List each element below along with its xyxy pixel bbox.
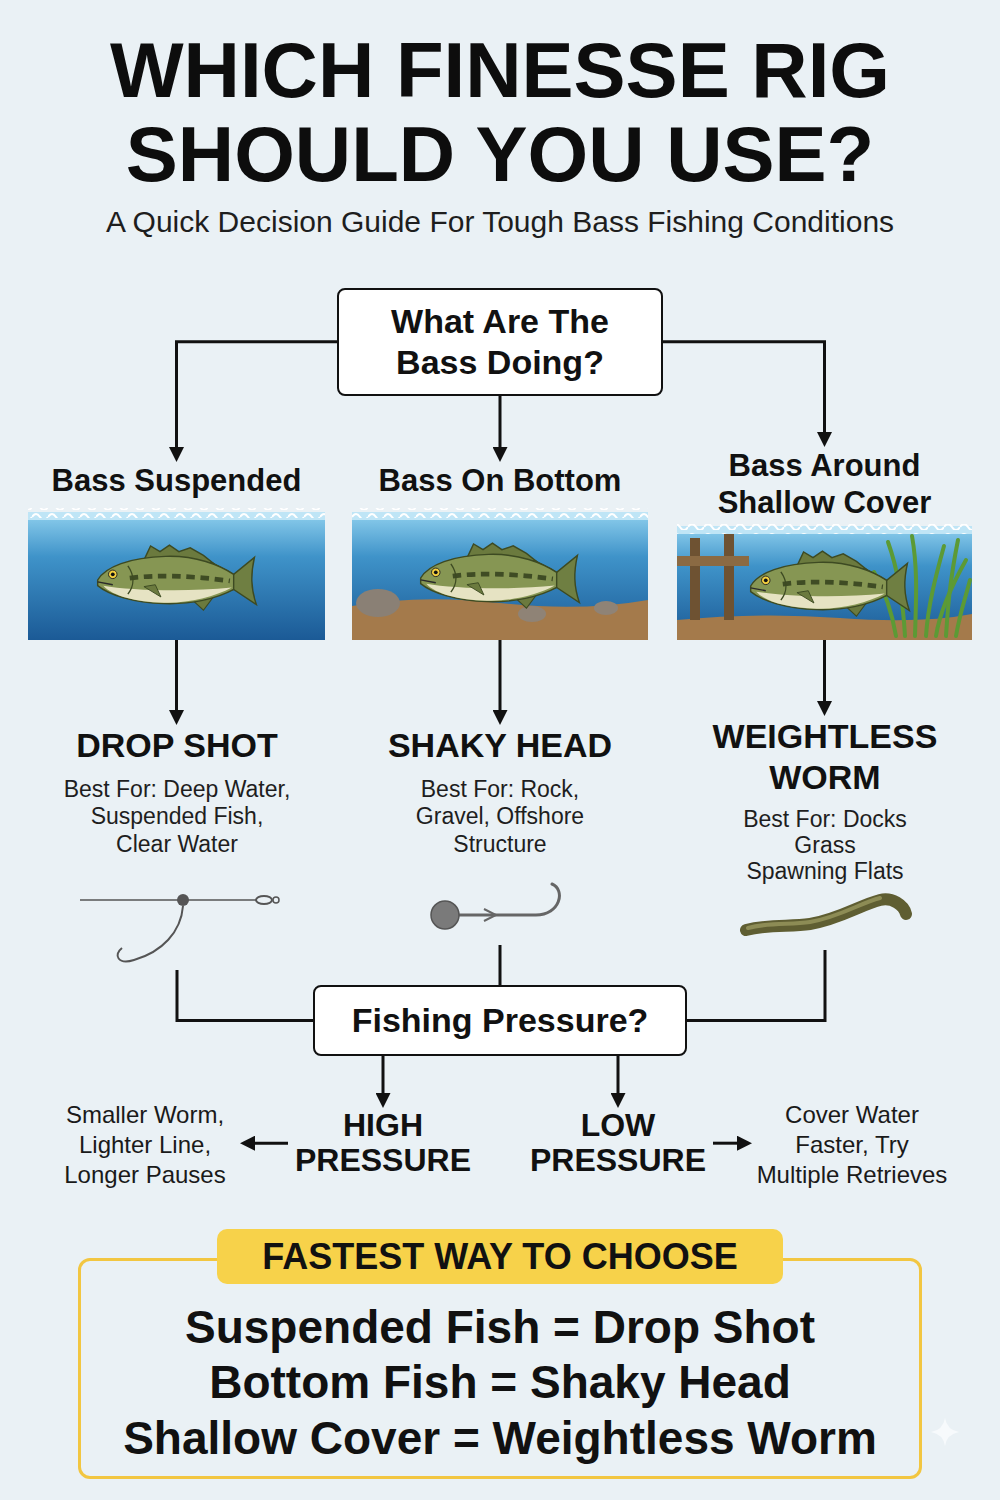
- pressure-tip: Smaller Worm, Lighter Line, Longer Pause…: [50, 1100, 240, 1190]
- rock: [356, 589, 400, 617]
- rig-name: DROP SHOT: [32, 725, 322, 766]
- rig-panel: DROP SHOT Best For: Deep Water, Suspended…: [32, 725, 322, 970]
- connector-line: [499, 945, 502, 985]
- scene-panel: Bass On Bottom: [352, 462, 648, 640]
- dock-post: [724, 534, 734, 620]
- water-panel: [677, 526, 972, 640]
- drop-shot-rig: [80, 894, 279, 961]
- question-text: Fishing Pressure?: [327, 1000, 673, 1041]
- bass-fish: [421, 543, 580, 608]
- scene-panel: Bass Suspended: [28, 462, 325, 640]
- connector-arrow: [823, 640, 826, 707]
- tip-text: Cover Water Faster, Try Multiple Retriev…: [752, 1100, 952, 1190]
- connector-arrow: [713, 1142, 743, 1145]
- pressure-text: LOW PRESSURE: [523, 1108, 713, 1178]
- connector-arrow: [499, 396, 502, 453]
- pressure-text: HIGH PRESSURE: [288, 1108, 478, 1178]
- rig-best-for: Best For: Rock, Gravel, Offshore Structu…: [405, 776, 595, 859]
- rig-name: SHAKY HEAD: [355, 725, 645, 766]
- question-box: Fishing Pressure?: [313, 985, 687, 1056]
- summary-box: FASTEST WAY TO CHOOSESuspended Fish = Dr…: [78, 1258, 922, 1479]
- summary-tag: FASTEST WAY TO CHOOSE: [217, 1229, 782, 1284]
- connector-arrow: [663, 342, 825, 438]
- rig-panel: SHAKY HEAD Best For: Rock, Gravel, Offsho…: [355, 725, 645, 945]
- summary-line: Bottom Fish = Shaky Head: [91, 1355, 909, 1410]
- panel-heading: Bass Suspended: [28, 462, 325, 499]
- question-box: What Are The Bass Doing?: [337, 288, 663, 396]
- connector-arrow: [382, 1056, 385, 1099]
- bass-fish: [751, 551, 910, 616]
- shaky-head-jig: [431, 884, 559, 929]
- water-panel: [352, 512, 648, 640]
- rock: [518, 606, 546, 622]
- wave-line: [677, 524, 972, 534]
- rig-best-for: Best For: Docks Grass Spawning Flats: [741, 806, 909, 885]
- soft-plastic-worm: [746, 898, 906, 930]
- sparkle-mark: [931, 1418, 959, 1446]
- subtitle: A Quick Decision Guide For Tough Bass Fi…: [10, 204, 990, 240]
- connector-arrow: [617, 1056, 620, 1099]
- wave-line: [28, 508, 325, 518]
- rig-panel: WEIGHTLESS WORM Best For: Docks Grass Spa…: [685, 716, 965, 950]
- tip-text: Smaller Worm, Lighter Line, Longer Pause…: [50, 1100, 240, 1190]
- dock-post: [690, 538, 700, 620]
- connector-arrow: [249, 1142, 288, 1145]
- scene-panel: Bass Around Shallow Cover: [677, 447, 972, 640]
- connector-arrow: [175, 640, 178, 716]
- summary-line: Shallow Cover = Weightless Worm: [91, 1411, 909, 1466]
- title: WHICH FINESSE RIG SHOULD YOU USE?: [30, 28, 970, 196]
- bass-fish: [98, 545, 257, 610]
- wave-line: [352, 508, 648, 518]
- water-panel: [28, 512, 325, 640]
- pressure-level: LOW PRESSURE: [523, 1108, 713, 1178]
- panel-heading: Bass On Bottom: [352, 462, 648, 499]
- rock: [594, 601, 618, 615]
- pressure-level: HIGH PRESSURE: [288, 1108, 478, 1178]
- pressure-tip: Cover Water Faster, Try Multiple Retriev…: [752, 1100, 952, 1190]
- connector-line: [177, 970, 313, 1020]
- connector-arrow: [177, 342, 338, 453]
- question-text: What Are The Bass Doing?: [351, 301, 649, 383]
- page-header: WHICH FINESSE RIG SHOULD YOU USE? A Quick…: [0, 0, 1000, 240]
- summary-line: Suspended Fish = Drop Shot: [91, 1300, 909, 1355]
- rig-name: WEIGHTLESS WORM: [685, 716, 965, 798]
- panel-heading: Bass Around Shallow Cover: [677, 447, 972, 521]
- rig-best-for: Best For: Deep Water, Suspended Fish, Cl…: [62, 776, 293, 859]
- dock-plank: [677, 556, 749, 566]
- connector-arrow: [499, 640, 502, 716]
- connector-line: [687, 950, 825, 1020]
